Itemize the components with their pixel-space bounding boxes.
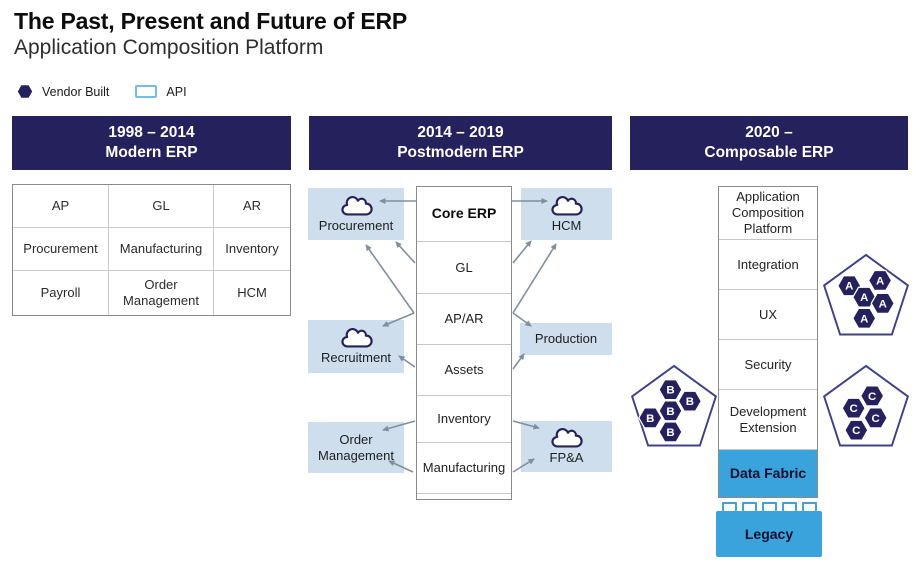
hexagon-letter: B — [666, 427, 674, 439]
arrow-gl-to-hcm — [512, 240, 532, 264]
satellite-label: Order Management — [318, 432, 394, 463]
pentagon-b: B B B B B — [630, 364, 718, 447]
satellite-label: HCM — [551, 217, 582, 233]
brick-stud — [761, 502, 777, 511]
legacy-label: Legacy — [716, 511, 822, 557]
stack-row-security: Security — [719, 339, 817, 389]
arrow-apar-to-hcm — [512, 243, 557, 314]
arrow-assets-to-production — [512, 353, 525, 370]
header-modern-erp: 1998 – 2014 Modern ERP — [12, 116, 291, 170]
hexagon-letter: A — [879, 298, 887, 310]
table-cell: Procurement — [13, 228, 109, 271]
hexagon-letter: A — [845, 281, 853, 293]
table-cell: Order Management — [109, 271, 214, 315]
satellite-label: Recruitment — [320, 350, 392, 366]
satellite-order-management: Order Management — [308, 422, 404, 473]
legacy-brick: Legacy — [716, 502, 822, 557]
hexagon-letter: A — [876, 275, 884, 287]
legend: Vendor Built API — [17, 84, 187, 99]
stack-row-dev-extension: Development Extension — [719, 389, 817, 449]
hexagon-letter: B — [646, 413, 654, 425]
satellite-hcm: HCM — [521, 188, 612, 240]
stack-row-data-fabric: Data Fabric — [719, 449, 817, 497]
header-name: Composable ERP — [704, 144, 834, 161]
brick-stud — [801, 502, 817, 511]
cloud-icon — [551, 195, 583, 216]
core-row-empty — [417, 493, 511, 499]
hexagon-letter: C — [852, 425, 860, 437]
hexagon-icon — [17, 85, 33, 98]
hexagon-letter: B — [666, 385, 674, 397]
table-cell: AP — [13, 185, 109, 228]
stack-row-acp: Application Composition Platform — [731, 189, 805, 236]
cloud-icon — [340, 328, 373, 348]
core-row-inventory: Inventory — [417, 395, 511, 442]
page-title: The Past, Present and Future of ERP — [14, 8, 408, 34]
brick-stud — [721, 502, 737, 511]
core-row-manufacturing: Manufacturing — [417, 442, 511, 493]
brick-stud — [781, 502, 797, 511]
brick-stud — [741, 502, 757, 511]
header-name: Modern ERP — [105, 144, 198, 161]
hexagon-letter: C — [850, 403, 858, 415]
arrow-apar-to-procurement — [365, 244, 415, 314]
header-postmodern-erp: 2014 – 2019 Postmodern ERP — [309, 116, 612, 170]
core-row-gl: GL — [417, 241, 511, 293]
arrow-gl-to-procurement — [395, 241, 416, 264]
hexagon-letter: B — [686, 396, 694, 408]
legend-api-label: API — [166, 84, 187, 99]
hexagon-letter: A — [860, 292, 868, 304]
header-composable-erp: 2020 – Composable ERP — [630, 116, 908, 170]
satellite-procurement: Procurement — [308, 188, 404, 240]
stack-row-ux: UX — [719, 289, 817, 339]
hexagon-letter: C — [868, 391, 876, 403]
satellite-label: Procurement — [318, 217, 394, 233]
stack-row-integration: Integration — [719, 239, 817, 289]
core-row-ap-ar: AP/AR — [417, 293, 511, 344]
hexagon-letter: A — [860, 313, 868, 325]
satellite-label: Production — [534, 331, 598, 347]
api-swatch-icon — [135, 85, 158, 98]
header-period: 2014 – 2019 — [417, 123, 504, 141]
cloud-icon — [551, 428, 583, 448]
core-erp-stack: Core ERP GL AP/AR Assets Inventory Manuf… — [416, 186, 512, 500]
header-name: Postmodern ERP — [397, 144, 524, 161]
modern-erp-table: AP GL AR Procurement Manufacturing Inven… — [12, 184, 291, 316]
legend-vendor-built-label: Vendor Built — [42, 84, 110, 99]
hexagon-letter: C — [872, 413, 880, 425]
core-row-core-erp: Core ERP — [431, 205, 497, 222]
table-cell: Manufacturing — [109, 228, 214, 271]
header-period: 2020 – — [745, 123, 793, 141]
header-period: 1998 – 2014 — [108, 123, 195, 141]
satellite-label: FP&A — [549, 450, 584, 466]
table-cell: GL — [109, 185, 214, 228]
core-row-assets: Assets — [417, 344, 511, 395]
page-subtitle: Application Composition Platform — [14, 36, 324, 59]
pentagon-c: C C C C — [822, 364, 910, 447]
table-cell: HCM — [237, 285, 267, 301]
pentagon-a: A A A A A — [822, 253, 910, 336]
table-cell: Payroll — [13, 271, 109, 315]
hexagon-letter: B — [666, 406, 674, 418]
composable-stack: Application Composition Platform Integra… — [718, 186, 818, 498]
legend-api: API — [135, 84, 187, 99]
satellite-production: Production — [520, 323, 612, 355]
legend-vendor-built: Vendor Built — [17, 84, 109, 99]
table-cell: AR — [214, 185, 290, 228]
table-cell: Inventory — [214, 228, 290, 271]
cloud-icon — [340, 195, 373, 216]
brick-studs — [716, 502, 822, 511]
satellite-recruitment: Recruitment — [308, 320, 404, 373]
satellite-fpa: FP&A — [521, 421, 612, 472]
